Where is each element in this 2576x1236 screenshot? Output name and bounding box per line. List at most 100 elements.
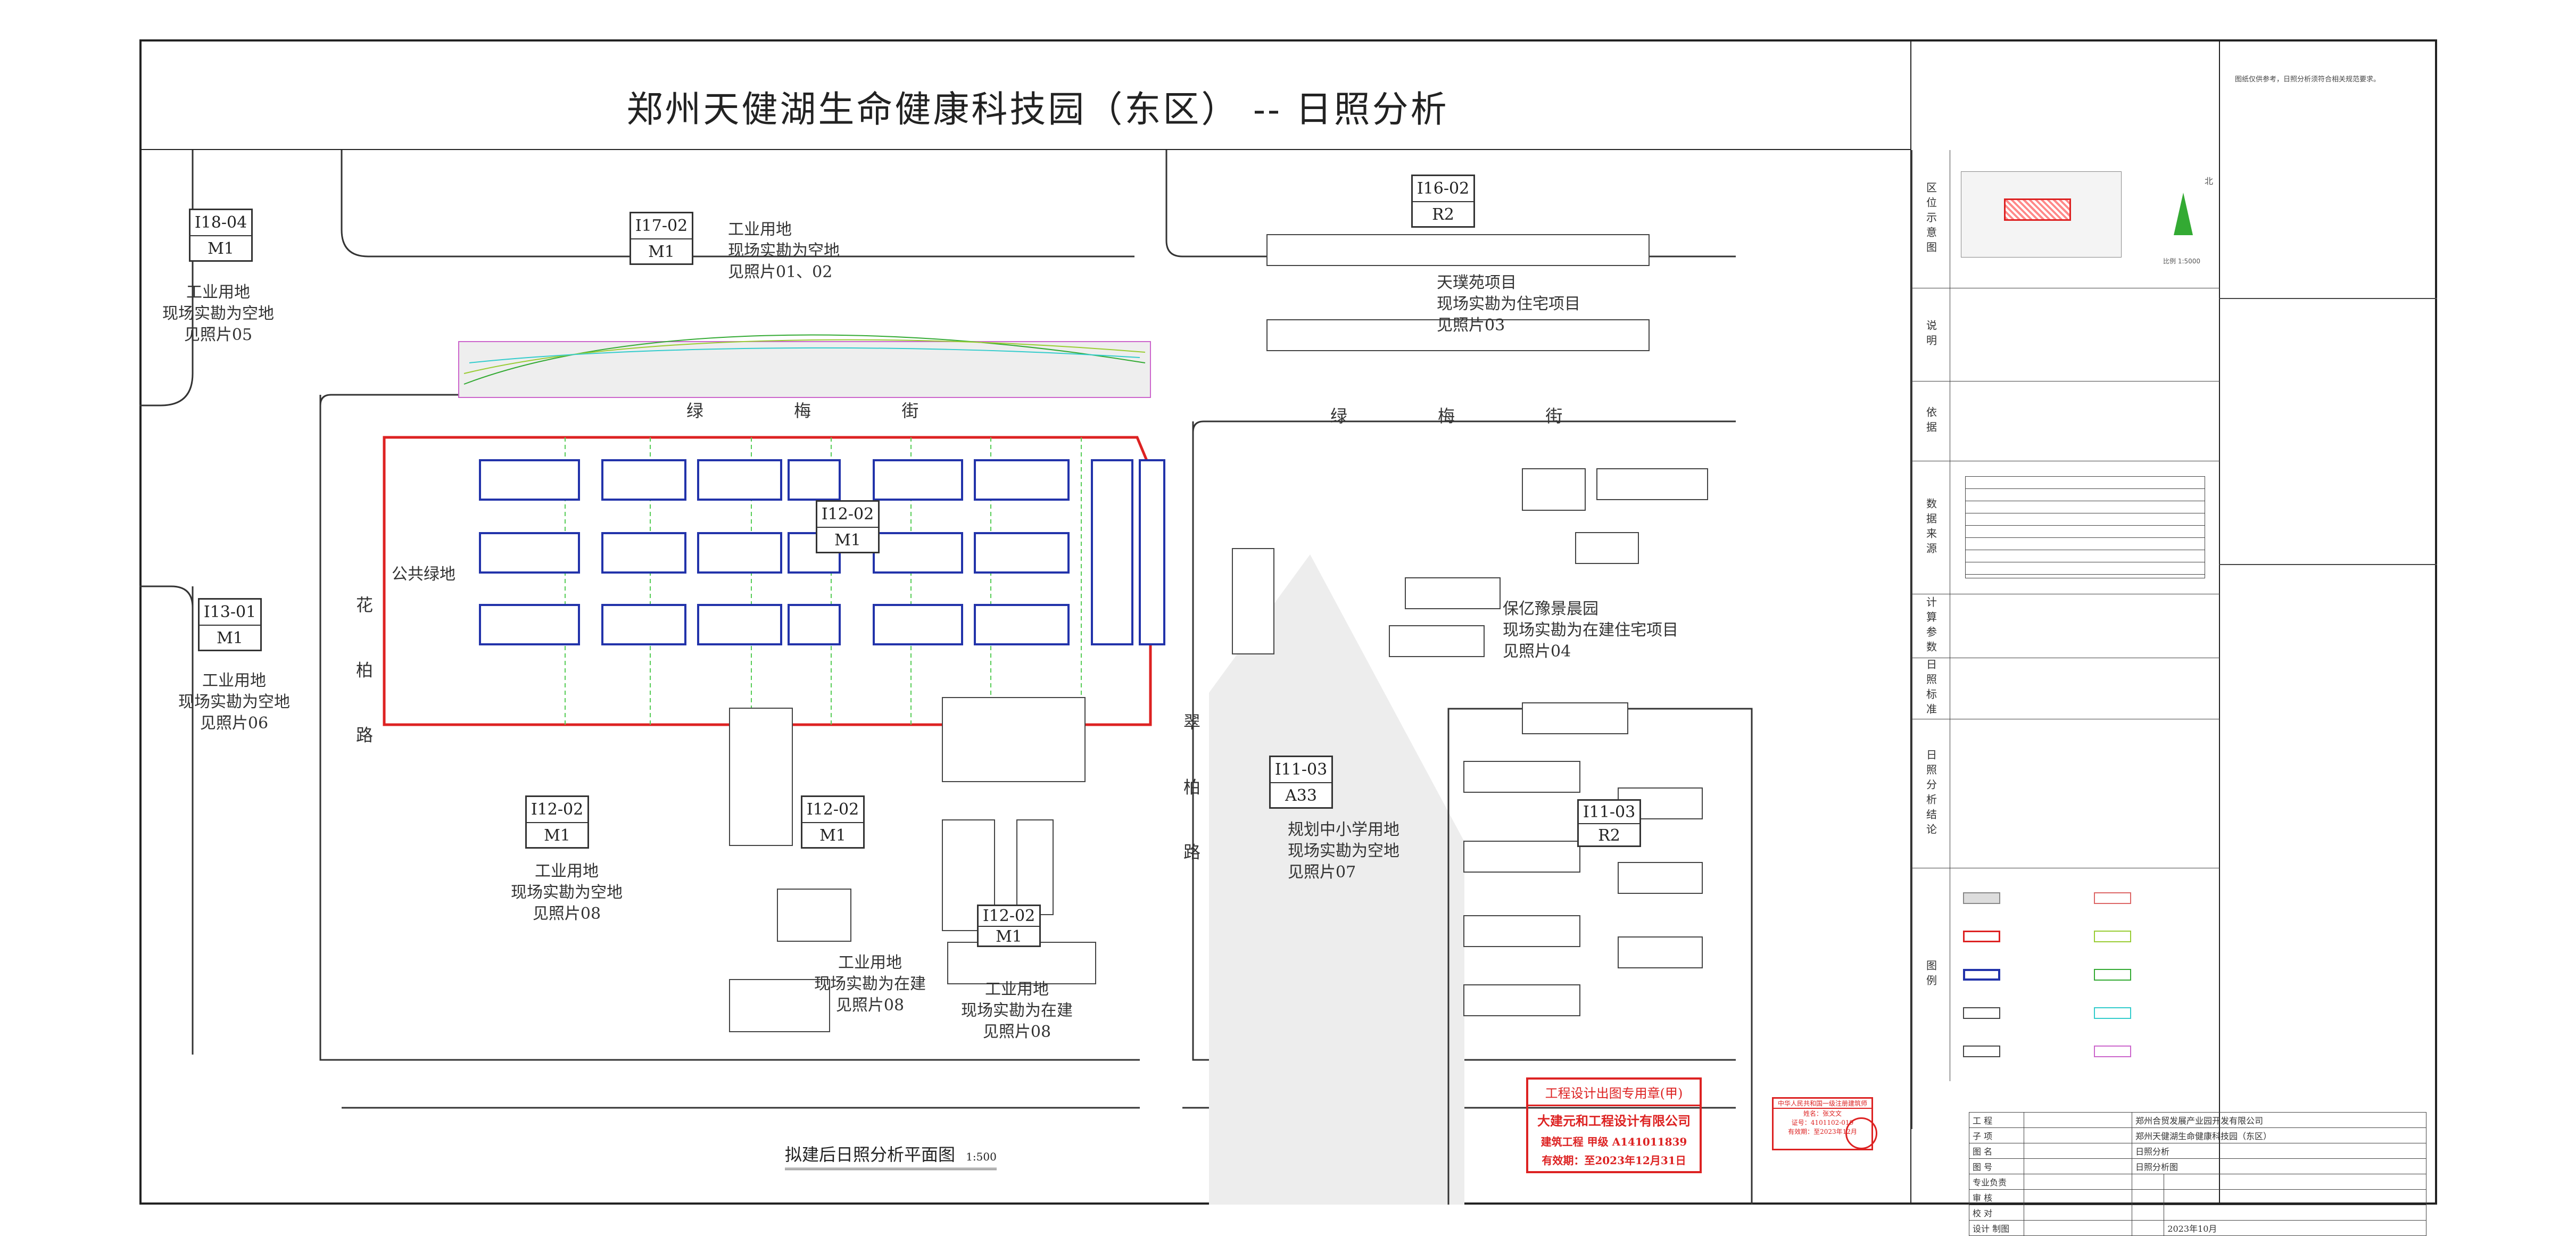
legend-swatch [2093,931,2131,942]
section-location: 区位示意图 北 比例 1:5000 [1912,150,2220,288]
right-divider [2219,564,2437,565]
building [777,889,851,942]
legend-swatch [2093,969,2131,981]
site-building [601,459,686,501]
design-stamp: 工程设计出图专用章(甲) 大建元和工程设计有限公司 建筑工程 甲级 A14101… [1526,1077,1702,1173]
north-arrow-icon [2174,193,2193,235]
site-building [873,459,963,501]
building [1596,468,1708,500]
legend-swatch [1963,892,2000,904]
building [729,708,793,846]
building [1618,862,1703,894]
legend-swatch [1963,1046,2000,1057]
architect-stamp: 中华人民共和国一级注册建筑师 姓名：张文文 证号：4101102-019 有效期… [1772,1097,1873,1150]
site-building [479,532,580,574]
building [1016,819,1054,915]
section-calc-params: 计算参数 [1912,594,2220,658]
right-panel [2219,39,2437,1205]
building [1463,841,1580,873]
road-cuibai: 翠 柏 路 [1181,713,1201,882]
section-data-source: 数据来源 [1912,461,2220,594]
right-divider [2219,298,2437,299]
legend-swatch [2093,1046,2131,1057]
label-I17-02: 工业用地 现场实勘为空地 见照片01、02 [728,220,840,281]
building [1266,319,1650,351]
legend-swatch [1963,969,2000,981]
site-building [697,532,782,574]
site-building [974,604,1070,645]
building [1266,234,1650,266]
plan-scale: 1:500 [966,1150,997,1163]
site-building [601,604,686,645]
page-title: 郑州天健湖生命健康科技园（东区） -- 日照分析 [626,89,1449,131]
building [1522,468,1586,511]
main-panel [139,39,1911,1205]
section-conclusion: 日照分析结论 [1912,719,2220,868]
building [1389,625,1485,657]
site-building [697,604,782,645]
seal-icon [1845,1117,1877,1149]
building [1575,532,1639,564]
site-building [601,532,686,574]
label-I11-03-school: 规划中小学用地 现场实勘为空地 见照片07 [1288,820,1399,882]
legend-swatch [1963,1007,2000,1019]
section-description: 说明 [1912,288,2220,381]
building [1522,702,1628,734]
label-I16-02: 天璞苑项目 现场实勘为住宅项目 见照片03 [1437,273,1580,335]
site-building [1139,459,1165,645]
site-building [1091,459,1133,645]
section-legend: 图例 [1912,868,2220,1081]
site-building [788,604,841,645]
site-building [479,459,580,501]
label-public-green: 公共绿地 [392,565,455,584]
top-note: 图纸仅供参考，日照分析须符合相关规范要求。 [2235,76,2381,84]
section-standard: 日照标准 [1912,658,2220,719]
plan-caption: 拟建后日照分析平面图 1:500 [785,1141,997,1170]
title-underline [139,149,1911,150]
label-I12-02-west: 工业用地 现场实勘为空地 见照片08 [511,862,623,923]
north-label: 北 [2205,176,2214,186]
building [729,979,830,1032]
street-lvmei: 绿 梅 街 [686,401,962,421]
data-source-table [1965,476,2205,578]
label-I13-01: 工业用地 现场实勘为空地 见照片06 [178,671,290,733]
building [1618,936,1703,968]
legend-swatch [2093,892,2131,904]
site-building [974,532,1070,574]
site-building [974,459,1070,501]
street-lvmei-east: 绿 梅 街 [1330,406,1605,426]
building [1405,577,1501,609]
site-building [873,604,963,645]
building [942,697,1086,782]
site-building [873,532,963,574]
label-I18-04: 工业用地 现场实勘为空地 见照片05 [162,283,274,344]
site-building [788,459,841,501]
label-baoyi: 保亿豫景晨园 现场实勘为在建住宅项目 见照片04 [1503,600,1678,661]
legend-swatch [2093,1007,2131,1019]
map-scale: 比例 1:5000 [2163,258,2201,265]
title-block: 工 程郑州合贸发展产业园开发有限公司 子 项郑州天健湖生命健康科技园（东区） 图… [1969,1112,2426,1236]
legend-swatch [1963,931,2000,942]
site-map [139,150,1753,1205]
road-huabai: 花 柏 路 [353,596,374,765]
label-I12-02-east: 工业用地 现场实勘为在建 见照片08 [961,980,1073,1041]
label-I12-02-mid: 工业用地 现场实勘为在建 见照片08 [814,953,926,1015]
sidebar: 区位示意图 北 比例 1:5000 说明 依据 数据来源 计算参数 日照标准 日… [1911,150,2220,1129]
site-building [697,459,782,501]
building [1232,548,1274,654]
building [1463,915,1580,947]
location-map [1961,171,2122,258]
building [947,942,1096,984]
section-basis: 依据 [1912,381,2220,461]
plan-caption-text: 拟建后日照分析平面图 [785,1144,956,1165]
